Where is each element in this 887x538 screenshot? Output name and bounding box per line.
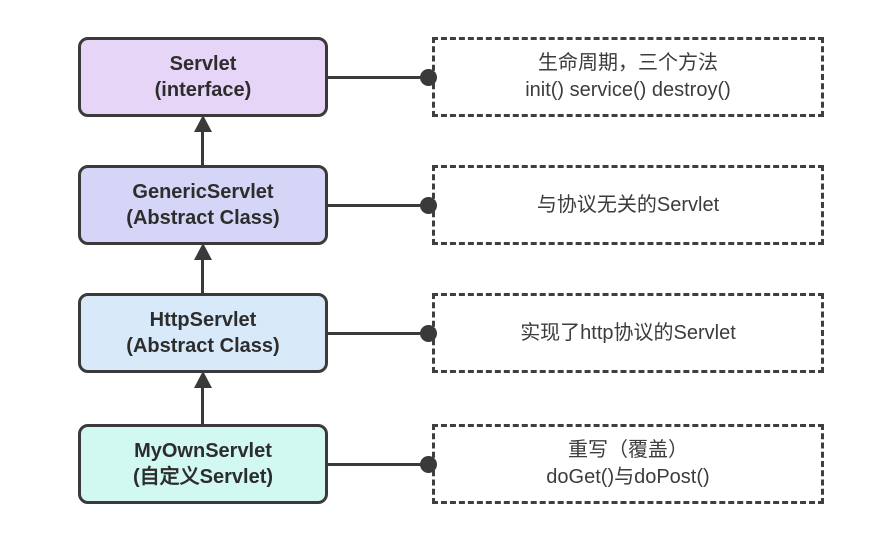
node-my-own-servlet: MyOwnServlet (自定义Servlet) <box>78 424 328 504</box>
connector-dot-1 <box>420 69 437 86</box>
connector-line-4 <box>326 463 428 466</box>
inheritance-arrow-3 <box>194 371 212 426</box>
note-generic-servlet-line1: 与协议无关的Servlet <box>536 193 720 216</box>
connector-dot-2 <box>420 197 437 214</box>
note-my-own-servlet-line2: doGet()与doPost() <box>546 466 710 488</box>
note-servlet: 生命周期，三个方法 init() service() destroy() <box>432 37 824 117</box>
arrow-stem <box>201 383 204 426</box>
node-my-own-servlet-subtitle: (自定义Servlet) <box>132 466 274 488</box>
inheritance-arrow-2 <box>194 243 212 295</box>
note-http-servlet: 实现了http协议的Servlet <box>432 293 824 373</box>
inheritance-arrow-1 <box>194 115 212 167</box>
node-servlet-subtitle: (interface) <box>154 79 252 101</box>
node-generic-servlet: GenericServlet (Abstract Class) <box>78 165 328 245</box>
node-http-servlet-title: HttpServlet <box>149 308 257 331</box>
node-servlet-title: Servlet <box>169 52 237 75</box>
note-my-own-servlet-line1: 重写（覆盖） <box>568 439 688 461</box>
node-generic-servlet-subtitle: (Abstract Class) <box>126 207 280 229</box>
arrow-up-icon <box>194 371 212 388</box>
connector-line-1 <box>326 76 428 79</box>
arrow-up-icon <box>194 115 212 132</box>
arrow-up-icon <box>194 243 212 260</box>
note-my-own-servlet: 重写（覆盖） doGet()与doPost() <box>432 424 824 504</box>
note-servlet-line1: 生命周期，三个方法 <box>538 52 718 74</box>
arrow-stem <box>201 255 204 295</box>
note-http-servlet-line1: 实现了http协议的Servlet <box>520 321 736 344</box>
connector-dot-3 <box>420 325 437 342</box>
node-my-own-servlet-title: MyOwnServlet <box>134 439 272 462</box>
connector-line-3 <box>326 332 428 335</box>
node-http-servlet: HttpServlet (Abstract Class) <box>78 293 328 373</box>
note-servlet-line2: init() service() destroy() <box>525 79 731 101</box>
connector-line-2 <box>326 204 428 207</box>
connector-dot-4 <box>420 456 437 473</box>
node-generic-servlet-title: GenericServlet <box>132 180 274 203</box>
node-http-servlet-subtitle: (Abstract Class) <box>126 335 280 357</box>
node-servlet: Servlet (interface) <box>78 37 328 117</box>
arrow-stem <box>201 127 204 167</box>
note-generic-servlet: 与协议无关的Servlet <box>432 165 824 245</box>
